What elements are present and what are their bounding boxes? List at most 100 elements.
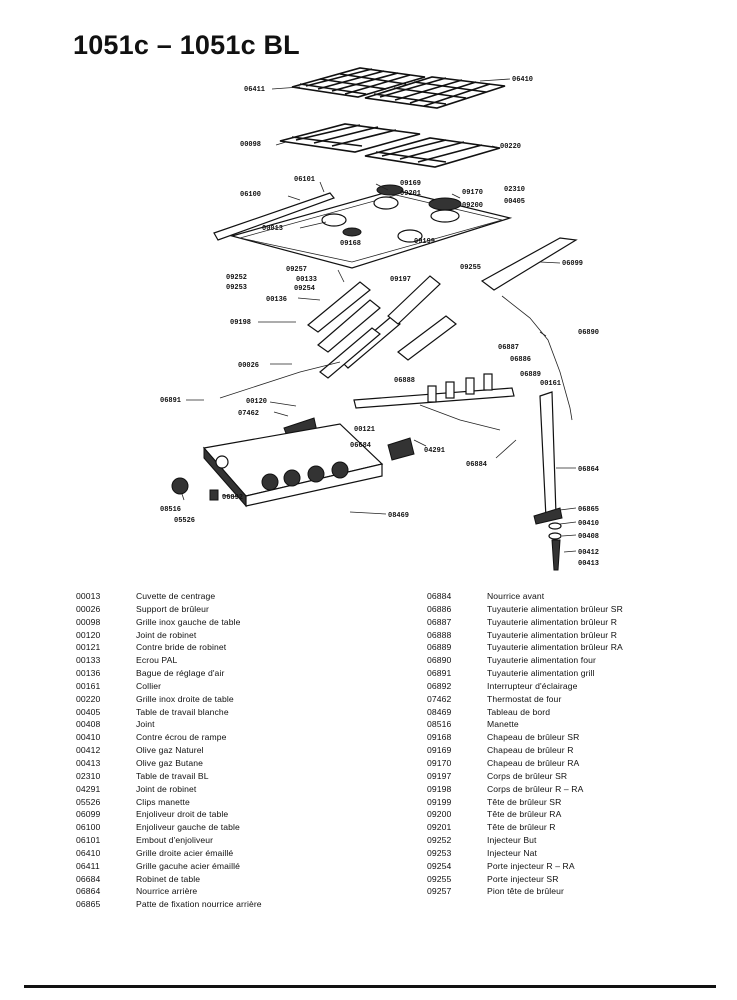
label-00120: 00120 <box>246 398 267 406</box>
part-code: 00136 <box>76 668 101 679</box>
part-description: Collier <box>136 680 162 691</box>
label-06410: 06410 <box>512 76 533 84</box>
part-description: Tuyauterie alimentation brûleur R <box>487 629 618 640</box>
part-code: 08516 <box>427 719 452 730</box>
label-09255: 09255 <box>460 264 481 272</box>
part-row: 09201 Tête de brûleur R <box>427 821 623 834</box>
label-06890: 06890 <box>578 329 599 337</box>
part-description: Table de travail BL <box>136 770 209 781</box>
part-code: 00121 <box>76 642 101 653</box>
label-00408: 00408 <box>578 533 599 541</box>
part-code: 00026 <box>76 603 101 614</box>
part-description: Nourrice arrière <box>136 886 198 897</box>
part-description: Chapeau de brûleur R <box>487 745 574 756</box>
part-code: 04291 <box>76 783 101 794</box>
part-description: Injecteur But <box>487 835 537 846</box>
part-description: Contre écrou de rampe <box>136 732 227 743</box>
part-description: Manette <box>487 719 519 730</box>
label-00413: 00413 <box>578 560 599 568</box>
label-07462: 07462 <box>238 410 259 418</box>
part-description: Injecteur Nat <box>487 847 538 858</box>
fixing-bracket <box>533 507 563 525</box>
label-00136: 00136 <box>266 296 287 304</box>
part-code: 06411 <box>76 860 100 871</box>
part-description: Support de brûleur <box>136 603 209 614</box>
part-description: Nourrice avant <box>487 591 545 601</box>
label-08516: 08516 <box>160 506 181 514</box>
part-description: Joint de robinet <box>136 783 197 794</box>
inox-grid-right <box>364 137 501 168</box>
part-code: 06684 <box>76 873 101 884</box>
label-06411: 06411 <box>244 86 265 94</box>
burner-bodies <box>307 275 457 379</box>
part-code: 09198 <box>427 783 452 794</box>
page-title: 1051c – 1051c BL <box>73 30 300 60</box>
part-row: 06684 Robinet de table <box>76 873 262 886</box>
part-code: 09201 <box>427 822 452 833</box>
label-06884: 06884 <box>466 461 487 469</box>
part-description: Tête de brûleur SR <box>487 796 562 807</box>
grill-supply-pipe <box>219 361 341 399</box>
part-code: 06101 <box>76 835 101 846</box>
part-code: 06886 <box>427 603 452 614</box>
label-06101: 06101 <box>294 176 315 184</box>
part-code: 00408 <box>76 719 101 730</box>
trim-left <box>213 192 335 241</box>
part-code: 09253 <box>427 847 452 858</box>
label-09253: 09253 <box>226 284 247 292</box>
part-description: Robinet de table <box>136 873 201 884</box>
part-code: 06891 <box>427 668 452 679</box>
label-09200: 09200 <box>462 202 483 210</box>
trim-right <box>480 237 578 291</box>
part-code: 09170 <box>427 757 452 768</box>
part-code: 09255 <box>427 873 452 884</box>
part-code: 00098 <box>76 616 101 627</box>
part-description: Olive gaz Butane <box>136 757 204 768</box>
part-code: 09252 <box>427 835 452 846</box>
part-code: 07462 <box>427 693 452 704</box>
part-code: 06890 <box>427 655 452 666</box>
part-code: 00120 <box>76 629 101 640</box>
part-description: Chapeau de brûleur RA <box>487 757 580 768</box>
part-description: Grille droite acier émaillé <box>136 847 234 858</box>
part-description: Tête de brûleur R <box>487 822 556 833</box>
leader-lines <box>181 78 577 553</box>
part-description: Joint de robinet <box>136 629 197 640</box>
part-description: Pion tête de brûleur <box>487 886 565 897</box>
oven-supply-pipe <box>501 295 573 421</box>
part-code: 06865 <box>76 899 101 910</box>
part-code: 00410 <box>76 732 101 743</box>
label-04291: 04291 <box>424 447 445 455</box>
gas-olive <box>551 539 561 571</box>
part-row: 08516 Manette <box>427 718 623 731</box>
part-code: 00412 <box>76 745 101 756</box>
label-09199: 09199 <box>414 238 435 246</box>
label-00161: 00161 <box>540 380 561 388</box>
part-code: 06410 <box>76 847 101 858</box>
part-code: 06888 <box>427 629 452 640</box>
label-09169: 09169 <box>400 180 421 188</box>
